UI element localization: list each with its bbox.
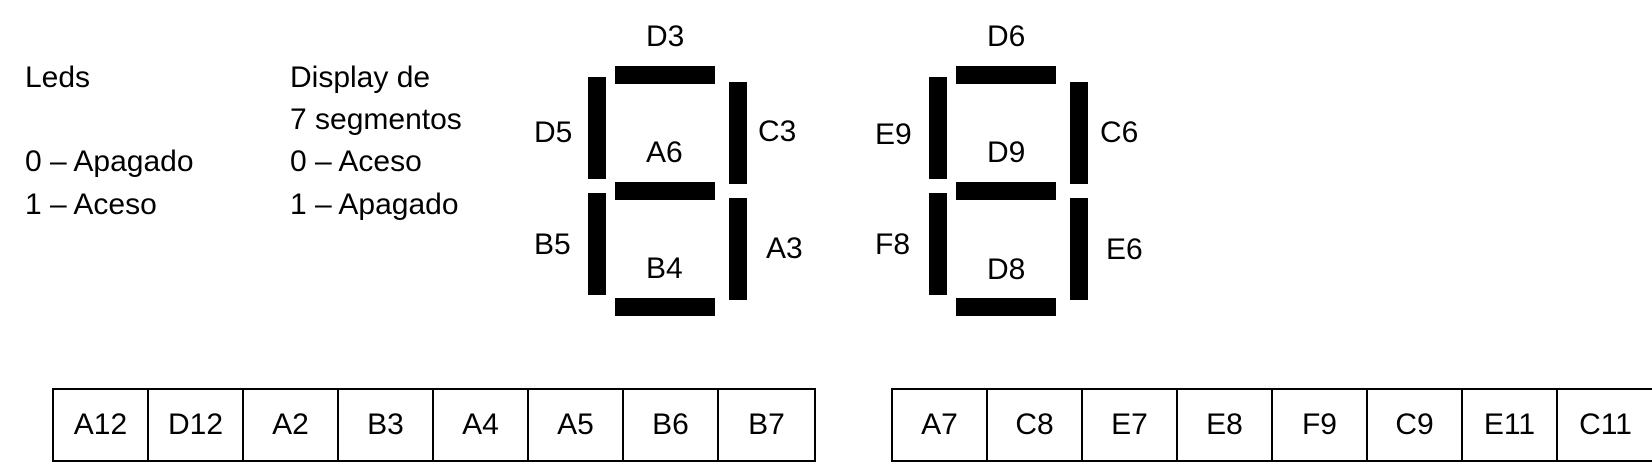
segment-bottom-label: D8 [987, 253, 1026, 286]
segment-bottom-label: B4 [646, 252, 683, 285]
segment-top-label: D3 [646, 20, 685, 53]
segment-bottom [615, 298, 715, 316]
pin-table-1: A12 D12 A2 B3 A4 A5 B6 B7 [52, 388, 816, 462]
segment-lower-left [929, 193, 947, 295]
segment-top [615, 66, 715, 84]
segment-lower-right [729, 198, 747, 300]
display-title-line1: Display de [290, 61, 431, 94]
table-cell: A7 [893, 390, 988, 460]
segment-upper-left-label: D5 [534, 116, 573, 149]
display-title-line2: 7 segmentos [290, 103, 462, 136]
pin-table-2: A7 C8 E7 E8 F9 C9 E11 C11 [891, 388, 1652, 462]
leds-off-line: 0 – Apagado [25, 145, 194, 178]
table-cell: B7 [748, 408, 785, 441]
table-cell: B3 [339, 390, 434, 460]
segment-middle [615, 182, 715, 200]
table-cell: B6 [624, 390, 719, 460]
segment-lower-right [1070, 198, 1088, 300]
leds-title: Leds [25, 61, 91, 94]
display-off-line: 1 – Apagado [290, 188, 459, 221]
segment-lower-left [588, 193, 606, 295]
segment-upper-left-label: E9 [875, 118, 912, 151]
table-cell: E7 [1083, 390, 1178, 460]
segment-upper-right-label: C6 [1100, 116, 1139, 149]
display-on-line: 0 – Aceso [290, 145, 422, 178]
table-cell: E11 [1463, 390, 1558, 460]
segment-top-label: D6 [987, 20, 1026, 53]
segment-upper-left [929, 77, 947, 179]
segment-bottom [956, 298, 1056, 316]
segment-lower-right-label: E6 [1106, 233, 1143, 266]
segment-middle-label: A6 [646, 136, 683, 169]
segment-lower-left-label: F8 [875, 228, 911, 261]
table-cell: C8 [988, 390, 1083, 460]
leds-on-line: 1 – Aceso [25, 188, 157, 221]
table-cell: E8 [1178, 390, 1273, 460]
segment-top [956, 66, 1056, 84]
segment-upper-right [1070, 82, 1088, 184]
table-cell: F9 [1273, 390, 1368, 460]
table-cell: A2 [244, 390, 339, 460]
segment-middle-label: D9 [987, 136, 1026, 169]
table-cell: A4 [434, 390, 529, 460]
table-cell: C11 [1579, 408, 1632, 441]
table-cell: A5 [529, 390, 624, 460]
segment-middle [956, 182, 1056, 200]
table-cell: A12 [54, 390, 149, 460]
segment-upper-right [729, 82, 747, 184]
table-cell: D12 [149, 390, 244, 460]
segment-upper-right-label: C3 [758, 115, 797, 148]
segment-lower-left-label: B5 [534, 228, 571, 261]
table-cell: C9 [1368, 390, 1463, 460]
segment-upper-left [588, 77, 606, 179]
segment-lower-right-label: A3 [766, 232, 803, 265]
